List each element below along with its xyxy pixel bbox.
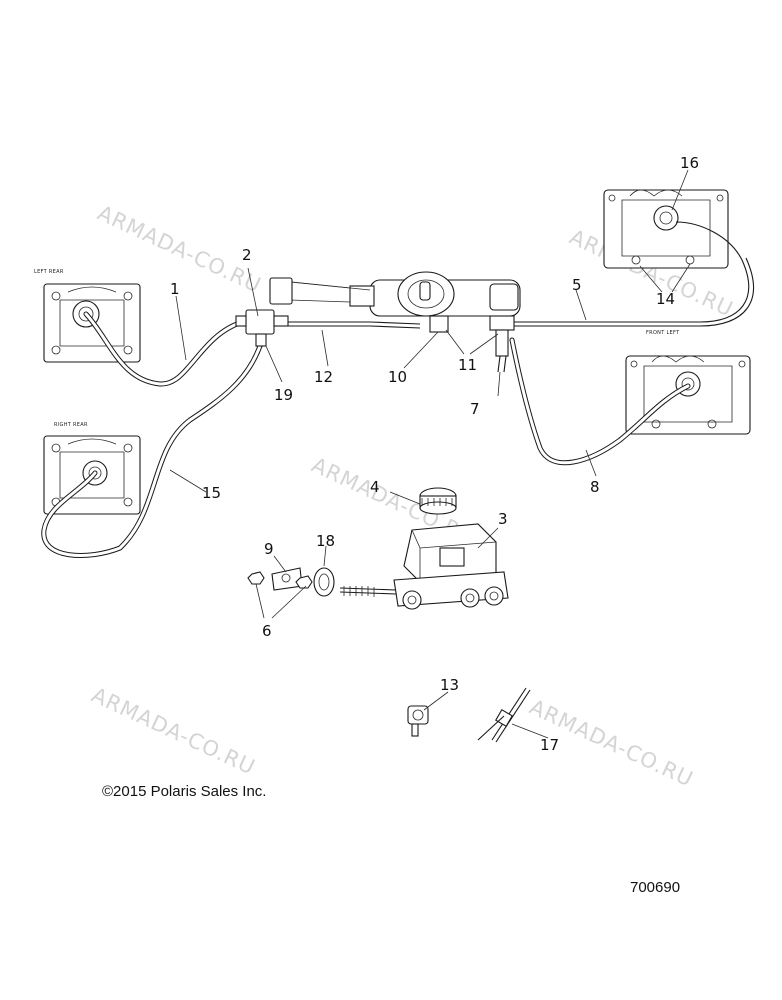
- callout-12: 12: [314, 368, 333, 386]
- callout-18: 18: [316, 532, 335, 550]
- watermark: ARMADA-CO.RU: [88, 683, 259, 780]
- callout-8: 8: [590, 478, 600, 496]
- callout-19: 19: [274, 386, 293, 404]
- diagram-number: 700690: [630, 879, 680, 896]
- brake-line-5: [510, 221, 750, 323]
- reservoir-cap: [419, 487, 457, 515]
- callout-5: 5: [572, 276, 582, 294]
- callout-10: 10: [388, 368, 407, 386]
- boot-18: [313, 567, 335, 597]
- master-cylinder-body: [339, 523, 509, 610]
- callout-13: 13: [440, 676, 459, 694]
- callout-7: 7: [470, 400, 480, 418]
- fitting-7: [495, 329, 509, 373]
- master-cylinder-assembly: [269, 271, 521, 333]
- callout-3: 3: [498, 510, 508, 528]
- leader-lines: [169, 169, 691, 739]
- part-13: [407, 705, 429, 737]
- callout-15: 15: [202, 484, 221, 502]
- front-caliper-upper: [603, 189, 729, 269]
- callout-17: 17: [540, 736, 559, 754]
- callout-9: 9: [264, 540, 274, 558]
- callout-1: 1: [170, 280, 180, 298]
- right-rear-label: RIGHT REAR: [54, 422, 88, 428]
- brake-line-12: [272, 321, 421, 325]
- left-rear-label: LEFT REAR: [34, 269, 64, 275]
- front-left-label: FRONT LEFT: [646, 330, 680, 336]
- front-caliper-lower: [625, 355, 751, 435]
- callout-16: 16: [680, 154, 699, 172]
- callout-14: 14: [656, 290, 675, 308]
- clevis-9: [247, 567, 313, 591]
- callout-6: 6: [262, 622, 272, 640]
- callout-11: 11: [458, 356, 477, 374]
- part-17: [477, 687, 531, 743]
- copyright-text: ©2015 Polaris Sales Inc.: [102, 783, 266, 800]
- callout-4: 4: [370, 478, 380, 496]
- junction-block: [235, 309, 289, 347]
- callout-2: 2: [242, 246, 252, 264]
